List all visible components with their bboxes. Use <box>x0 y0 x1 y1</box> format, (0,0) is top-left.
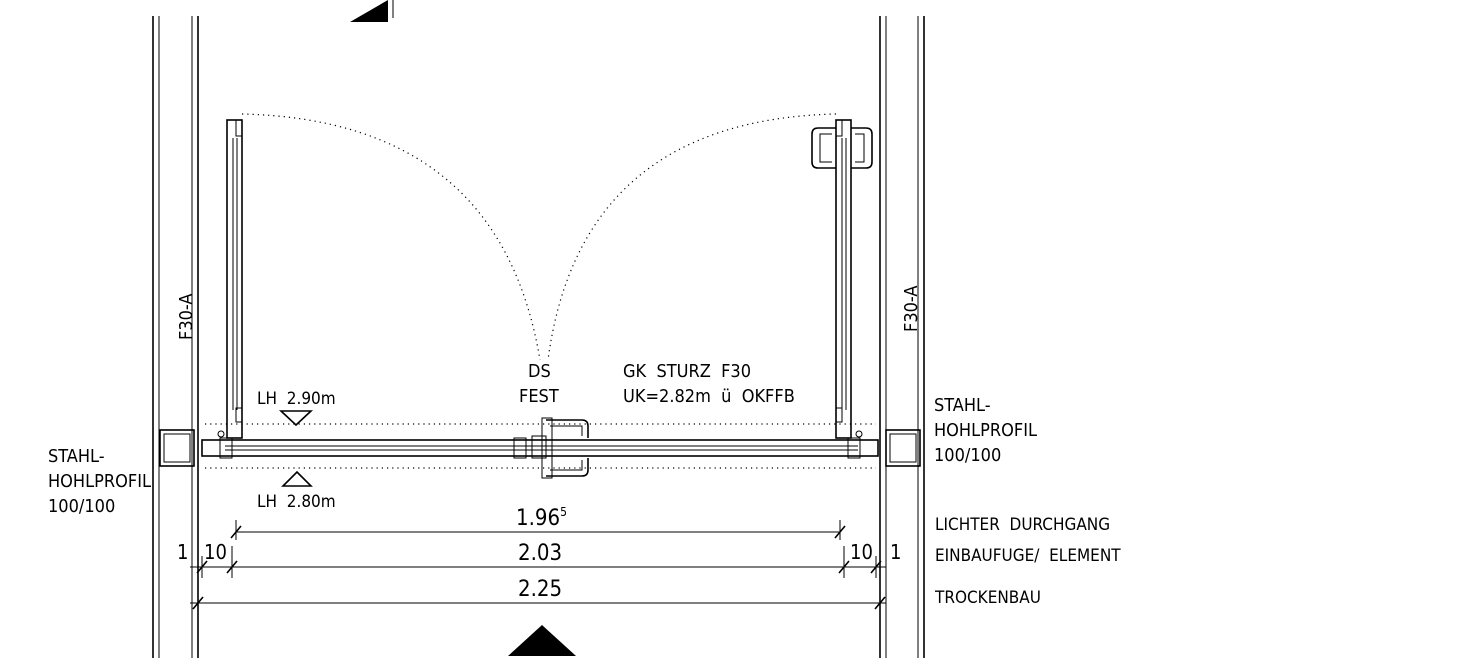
right-steel-profile <box>885 429 921 467</box>
clear-passage-superscript: 5 <box>560 505 567 519</box>
lh-bottom-label: LH 2.80m <box>257 492 336 512</box>
svg-text:STAHL-: STAHL- <box>934 395 991 416</box>
right-gap-value: 10 <box>850 540 873 564</box>
right-door-leaf <box>835 119 852 439</box>
lh-top-label: LH 2.90m <box>257 389 336 409</box>
svg-text:100/100: 100/100 <box>934 445 1001 466</box>
sturz-height-label: UK=2.82m ü OKFFB <box>623 386 795 407</box>
left-door-leaf <box>226 119 243 439</box>
legend-drywall: TROCKENBAU <box>934 588 1041 608</box>
right-profile-label: STAHL- HOHLPROFIL 100/100 <box>934 395 1037 466</box>
dimension-element <box>190 546 886 578</box>
lh-top-marker <box>278 410 314 427</box>
left-wall-rating: F30-A <box>176 294 197 340</box>
left-joint-value: 1 <box>177 540 188 564</box>
right-door-handle <box>811 127 873 169</box>
right-wall-rating: F30-A <box>901 286 922 332</box>
left-profile-label: STAHL- HOHLPROFIL 100/100 <box>48 446 151 517</box>
dimension-clear-passage <box>230 520 846 540</box>
door-frame <box>201 430 879 459</box>
section-marker-top <box>350 0 388 22</box>
right-door-swing <box>547 113 837 361</box>
svg-text:HOHLPROFIL: HOHLPROFIL <box>48 471 151 492</box>
left-steel-profile <box>159 429 195 467</box>
right-wall <box>879 16 925 658</box>
right-joint-value: 1 <box>890 540 901 564</box>
legend-clear-passage: LICHTER DURCHGANG <box>935 515 1110 535</box>
sturz-label: GK STURZ F30 <box>623 361 751 382</box>
total-width-value: 2.25 <box>518 577 562 602</box>
section-marker-bottom <box>508 625 576 656</box>
dimension-total <box>190 590 886 612</box>
clear-passage-value: 1.965 <box>516 505 567 531</box>
center-door-handle <box>541 417 589 479</box>
left-wall <box>152 16 199 658</box>
element-width-value: 2.03 <box>518 541 562 566</box>
fest-label: FEST <box>519 386 559 407</box>
left-gap-value: 10 <box>204 540 227 564</box>
svg-text:100/100: 100/100 <box>48 496 115 517</box>
svg-text:STAHL-: STAHL- <box>48 446 105 467</box>
legend-joint-element: EINBAUFUGE/ ELEMENT <box>935 546 1121 566</box>
left-door-swing <box>241 113 541 361</box>
svg-text:HOHLPROFIL: HOHLPROFIL <box>934 420 1037 441</box>
ds-label: DS <box>528 361 551 382</box>
lh-bottom-marker <box>281 470 313 487</box>
